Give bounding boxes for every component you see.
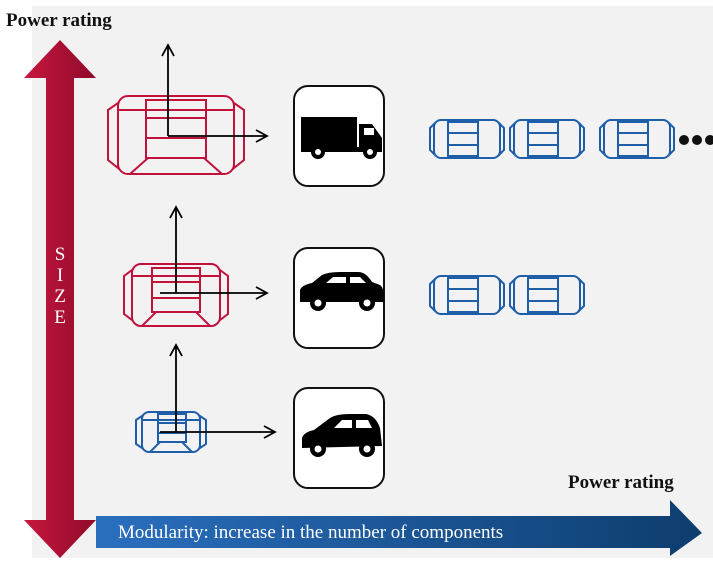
size-arrow: [24, 40, 96, 558]
modularity-label: Modularity: increase in the number of co…: [118, 522, 504, 543]
size-letter: I: [56, 265, 64, 286]
module-row1-3: [599, 119, 675, 159]
size-letter: Z: [54, 286, 66, 307]
ellipsis-dots: [679, 135, 713, 145]
power-rating-label-right: Power rating: [568, 472, 674, 493]
motor-large-top: [107, 95, 245, 175]
module-row1-1: [429, 119, 505, 159]
size-label: S I Z E: [49, 244, 71, 328]
module-row1-2: [509, 119, 585, 159]
module-row2-2: [509, 275, 585, 315]
size-letter: E: [54, 307, 66, 328]
modularity-arrow: [96, 500, 702, 556]
power-rating-label-top: Power rating: [6, 10, 112, 31]
size-letter: S: [54, 244, 66, 265]
module-row2-1: [429, 275, 505, 315]
